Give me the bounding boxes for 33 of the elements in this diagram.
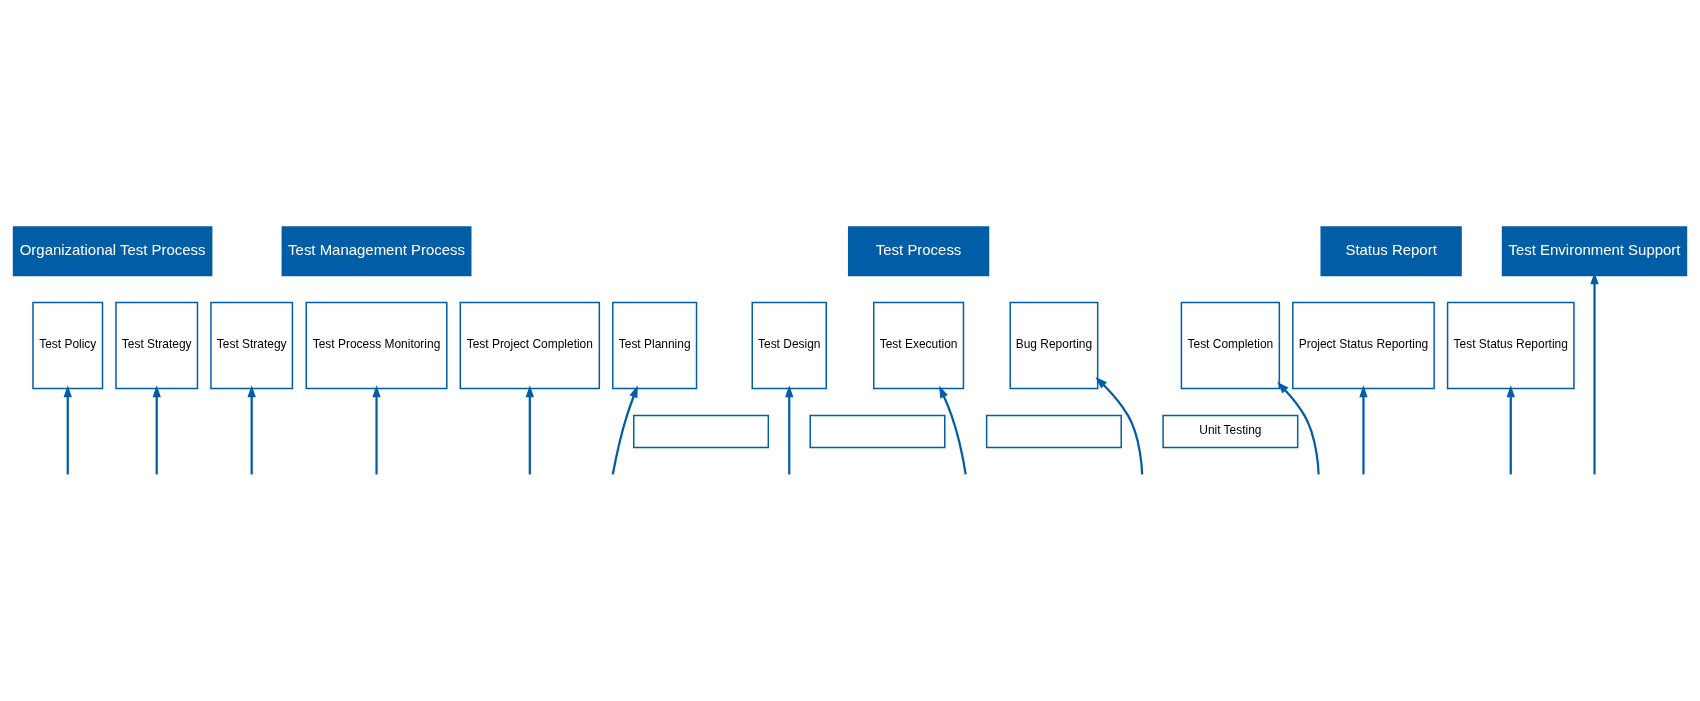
node-box: Organizational Test Process: [12, 225, 213, 276]
node-box: Test Execution: [873, 301, 965, 389]
arrow: [939, 385, 967, 475]
node-box: Test Environment Support: [1501, 225, 1688, 276]
arrow: [611, 385, 638, 475]
node-box: Test Planning: [612, 301, 698, 389]
node-box: Test Process Monitoring: [305, 301, 448, 389]
node-box: Test Design: [751, 301, 827, 389]
node-box: [809, 414, 946, 448]
arrow: [1277, 381, 1320, 474]
arrow: [63, 384, 72, 474]
node-box: Test Project Completion: [459, 301, 601, 389]
arrow: [785, 384, 794, 474]
node-box: Test Status Reporting: [1446, 301, 1575, 389]
node-box: Unit Testing: [1162, 414, 1299, 448]
arrow: [247, 384, 256, 474]
arrow: [525, 384, 534, 474]
node-box: [985, 414, 1122, 448]
arrow: [372, 384, 381, 474]
arrow: [1359, 384, 1368, 474]
node-box: [633, 414, 770, 448]
arrow: [152, 384, 161, 474]
arrow: [1095, 376, 1144, 474]
node-box: Project Status Reporting: [1292, 301, 1435, 389]
arrow: [1506, 384, 1515, 474]
node-box: Status Report: [1320, 225, 1462, 276]
node-box: Test Strategy: [115, 301, 199, 389]
node-box: Test Completion: [1180, 301, 1281, 389]
node-box: Bug Reporting: [1009, 301, 1099, 389]
node-box: Test Policy: [32, 301, 104, 389]
node-box: Test Process: [847, 225, 990, 276]
node-box: Test Management Process: [281, 225, 472, 276]
node-box: Test Strategy: [210, 301, 294, 389]
